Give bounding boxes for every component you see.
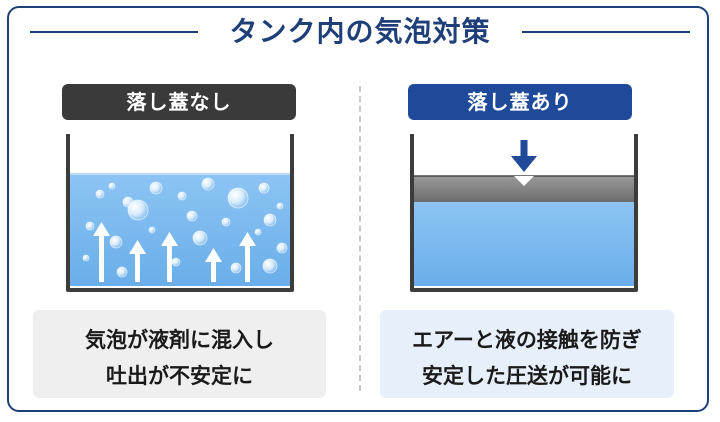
label-without-lid: 落し蓋なし [62, 84, 296, 120]
upward-arrow-icon [93, 222, 256, 282]
drop-lid [414, 175, 634, 202]
tank-without-lid [66, 134, 294, 292]
caption-line: エアーと液の接触を防ぎ [412, 328, 642, 352]
label-with-lid: 落し蓋あり [408, 84, 632, 120]
page-title: タンク内の気泡対策 [229, 15, 491, 48]
tank-with-lid [410, 134, 638, 292]
caption-with-lid: エアーと液の接触を防ぎ 安定した圧送が可能に [380, 310, 674, 398]
bubble-icon [82, 177, 288, 278]
panel-divider [359, 86, 361, 391]
caption-line: 安定した圧送が可能に [422, 364, 632, 388]
liquid-fill [414, 202, 634, 286]
tank-wall [410, 134, 638, 292]
caption-line: 吐出が不安定に [106, 364, 253, 388]
down-arrow-icon [511, 140, 537, 172]
title-rule-left [30, 31, 198, 33]
title-rule-right [522, 31, 690, 33]
caption-line: 気泡が液剤に混入し [85, 328, 274, 352]
caption-without-lid: 気泡が液剤に混入し 吐出が不安定に [33, 310, 326, 398]
tank-wall [66, 134, 294, 292]
